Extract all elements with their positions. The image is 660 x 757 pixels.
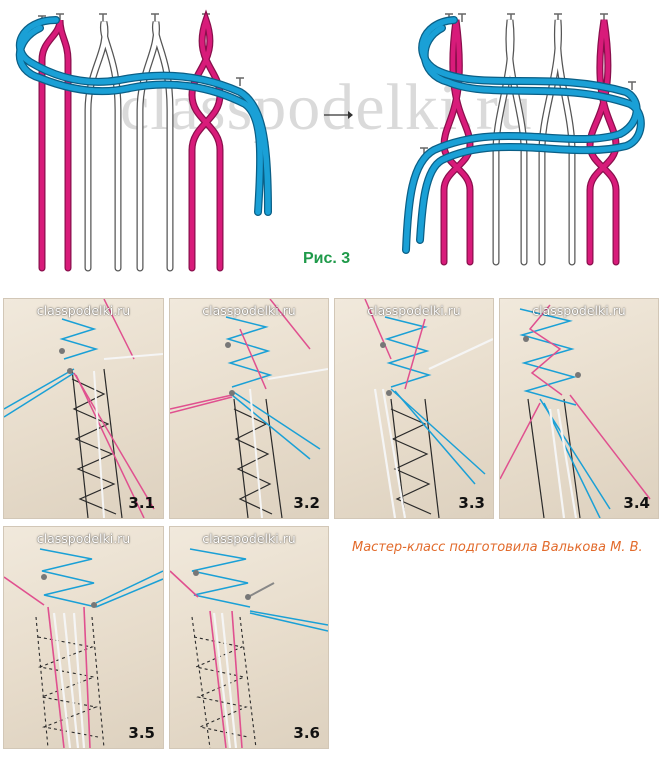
- site-watermark: classpodelki.ru: [367, 303, 461, 318]
- photo-scene: [170, 299, 328, 518]
- braiding-diagram: classpodelki.ru: [0, 0, 660, 285]
- photo-step-3-2: classpodelki.ru 3.2: [169, 298, 329, 519]
- step-number: 3.6: [293, 724, 320, 742]
- photo-step-3-6: classpodelki.ru 3.6: [169, 526, 329, 749]
- author-credit: Мастер-класс подготовила Валькова М. В.: [352, 540, 643, 555]
- diagram-step-after: [402, 13, 645, 266]
- photo-scene: [364, 299, 493, 518]
- photo-scene: [4, 548, 163, 748]
- step-number: 3.5: [128, 724, 155, 742]
- diagram-step-before: [15, 9, 272, 272]
- site-watermark: classpodelki.ru: [532, 303, 626, 318]
- site-watermark: classpodelki.ru: [202, 531, 296, 546]
- site-watermark: classpodelki.ru: [36, 531, 131, 546]
- photo-step-3-5: classpodelki.ru 3.5: [3, 526, 164, 749]
- photo-scene: [500, 304, 651, 518]
- step-number: 3.2: [293, 494, 320, 512]
- figure-label: Рис. 3: [303, 250, 351, 267]
- site-watermark: classpodelki.ru: [36, 303, 131, 318]
- photo-step-3-3: classpodelki.ru 3.3: [334, 298, 494, 519]
- step-number: 3.4: [623, 494, 650, 512]
- step-number: 3.3: [458, 494, 485, 512]
- photo-step-3-4: classpodelki.ru 3.4: [499, 298, 659, 519]
- photo-scene: [170, 548, 328, 748]
- photo-step-3-1: classpodelki.ru 3.1: [3, 298, 164, 519]
- photo-scene: [4, 299, 163, 518]
- arrow-right-icon: [324, 111, 353, 119]
- site-watermark: classpodelki.ru: [202, 303, 296, 318]
- step-number: 3.1: [128, 494, 155, 512]
